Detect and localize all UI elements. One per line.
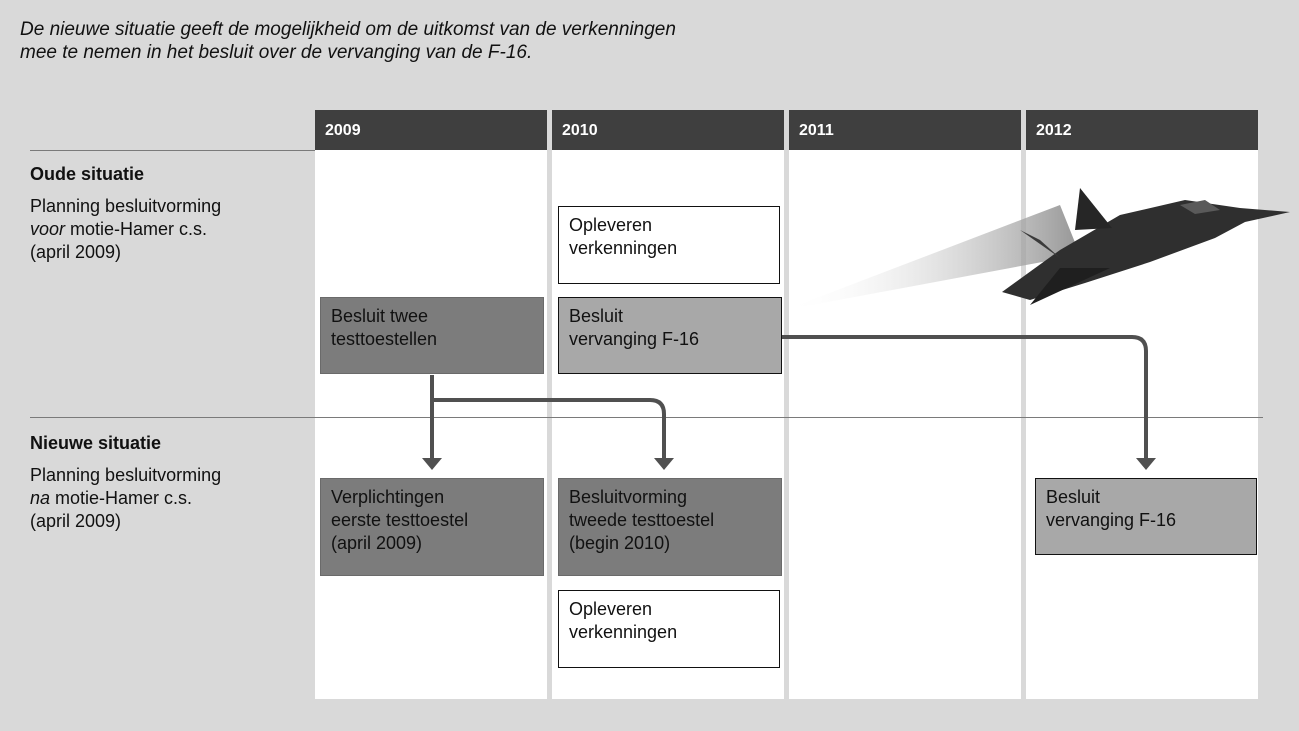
arrow-to-2010: [432, 398, 666, 462]
old-deliver-box: Opleveren verkenningen: [558, 206, 780, 284]
old-sub-line-2: voor motie-Hamer c.s.: [30, 218, 300, 241]
column-header-2009: 2009: [315, 110, 547, 150]
new-sub-line-1: Planning besluitvorming: [30, 465, 222, 485]
divider-old: [30, 150, 315, 151]
intro-line-2: mee te nemen in het besluit over de verv…: [20, 42, 533, 63]
new-second-test-l2: tweede testtoestel: [569, 510, 715, 530]
new-sub-line-2: na motie-Hamer c.s.: [30, 487, 300, 510]
new-sub-italic: na: [30, 488, 51, 508]
column-header-2011: 2011: [789, 110, 1021, 150]
new-second-test-l3: (begin 2010): [569, 533, 671, 553]
old-sub-line-3: (april 2009): [30, 242, 122, 262]
new-first-test-box: Verplichtingen eerste testtoestel (april…: [320, 478, 544, 576]
old-two-test-l2: testtoestellen: [331, 329, 438, 349]
new-replace-box: Besluit vervanging F-16: [1035, 478, 1257, 555]
arrow-heads: [422, 458, 1156, 470]
arrow-lines: [430, 335, 1148, 462]
old-deliver-l2: verkenningen: [569, 238, 678, 258]
arrowhead-2012: [1136, 458, 1156, 470]
arrow-to-2012: [782, 335, 1148, 462]
new-first-test-l2: eerste testtoestel: [331, 510, 469, 530]
new-situation-subtitle: Planning besluitvorming na motie-Hamer c…: [30, 464, 300, 533]
column-header-2010: 2010: [552, 110, 784, 150]
new-sub-rest: motie-Hamer c.s.: [50, 488, 193, 508]
new-deliver-l1: Opleveren: [569, 599, 653, 619]
new-deliver-l2: verkenningen: [569, 622, 678, 642]
old-situation-subtitle: Planning besluitvorming voor motie-Hamer…: [30, 195, 300, 264]
old-two-test-box: Besluit twee testtoestellen: [320, 297, 544, 374]
arrowhead-2009: [422, 458, 442, 470]
intro-text: De nieuwe situatie geeft de mogelijkheid…: [20, 18, 920, 64]
old-two-test-l1: Besluit twee: [331, 306, 429, 326]
column-2011: 2011: [789, 110, 1021, 699]
new-first-test-l3: (april 2009): [331, 533, 423, 553]
old-sub-italic: voor: [30, 219, 66, 239]
arrowhead-2010: [654, 458, 674, 470]
new-second-test-l1: Besluitvorming: [569, 487, 688, 507]
new-situation-title: Nieuwe situatie: [30, 433, 162, 453]
fighter-jet-icon: [785, 188, 1290, 310]
old-replace-l2: vervanging F-16: [569, 329, 700, 349]
old-sub-rest: motie-Hamer c.s.: [65, 219, 208, 239]
new-second-test-box: Besluitvorming tweede testtoestel (begin…: [558, 478, 782, 576]
old-deliver-l1: Opleveren: [569, 215, 653, 235]
new-sub-line-3: (april 2009): [30, 511, 122, 531]
intro-line-1: De nieuwe situatie geeft de mogelijkheid…: [20, 19, 676, 40]
old-replace-l1: Besluit: [569, 306, 624, 326]
new-replace-l1: Besluit: [1046, 487, 1101, 507]
old-situation-title: Oude situatie: [30, 164, 145, 184]
divider-new: [30, 417, 1263, 418]
old-replace-box: Besluit vervanging F-16: [558, 297, 782, 374]
old-sub-line-1: Planning besluitvorming: [30, 196, 222, 216]
new-deliver-box: Opleveren verkenningen: [558, 590, 780, 668]
new-replace-l2: vervanging F-16: [1046, 510, 1177, 530]
new-first-test-l1: Verplichtingen: [331, 487, 445, 507]
column-header-2012: 2012: [1026, 110, 1258, 150]
